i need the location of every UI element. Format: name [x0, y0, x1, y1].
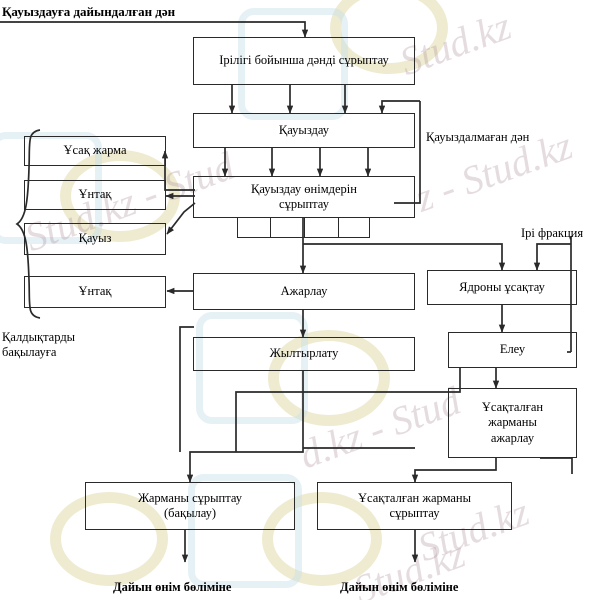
- node-size-sorting[interactable]: Ірілігі бойынша дәнді сұрыптау: [193, 37, 415, 85]
- node-hulling-label: Қауыздау: [278, 122, 330, 137]
- node-sieving[interactable]: Елеу: [448, 332, 577, 368]
- node-ground-groats-polishing-label-line3: ажарлау: [490, 430, 535, 445]
- wire-large-fraction: [533, 243, 571, 271]
- label-large-fraction: Ірі фракция: [521, 226, 584, 240]
- node-husk-label: Қауыз: [78, 231, 112, 246]
- node-flour-1[interactable]: Ұнтақ: [24, 180, 166, 210]
- node-polishing[interactable]: Ажарлау: [193, 273, 415, 310]
- sorting-outlet-comb: [237, 218, 370, 238]
- node-hulling-products-sorting-label-line2: сұрыптау: [279, 197, 329, 211]
- node-flour-1-label: Ұнтақ: [78, 187, 112, 202]
- wire-glazing-to-groats-sorting: [186, 371, 304, 483]
- node-hulling[interactable]: Қауыздау: [193, 113, 415, 148]
- node-hulling-products-sorting[interactable]: Қауыздау өнімдерін сұрыптау: [193, 176, 415, 218]
- node-glazing-label: Жылтырлату: [269, 346, 339, 361]
- label-waste-control: Қалдықтарды бақылауға: [2, 330, 76, 359]
- node-flour-2-label: Ұнтақ: [78, 284, 112, 299]
- node-groats-sorting-label-line2: (бақылау): [163, 506, 217, 520]
- title-label: Қауыздауға дайындалған дән: [2, 4, 176, 19]
- node-husk[interactable]: Қауыз: [24, 223, 166, 255]
- node-ground-groats-sorting-label-line2: сұрыптау: [389, 506, 440, 520]
- node-fine-groats-label: Ұсақ жарма: [63, 143, 127, 158]
- node-ground-groats-polishing-label-line2: жарманы: [488, 415, 537, 430]
- wire-to-husk: [166, 202, 196, 235]
- waste-group-brace: [15, 129, 41, 319]
- node-ground-groats-sorting-label-line1: Ұсақталған жарманы: [357, 490, 472, 505]
- wire-ground-polishing-to-ground-sorting: [411, 458, 497, 483]
- node-sieving-label: Елеу: [499, 342, 526, 357]
- wire-feed-to-size-sorting: [0, 21, 309, 38]
- node-groats-sorting[interactable]: Жарманы сұрыптау (бақылау): [85, 482, 295, 530]
- node-glazing[interactable]: Жылтырлату: [193, 337, 415, 371]
- node-ground-groats-polishing-label-line1: Ұсақталған: [481, 400, 544, 415]
- node-hulling-products-sorting-label-line1: Қауыздау өнімдерін: [251, 181, 357, 196]
- node-polishing-label: Ажарлау: [280, 283, 328, 298]
- node-flour-2[interactable]: Ұнтақ: [24, 276, 166, 308]
- node-size-sorting-label: Ірілігі бойынша дәнді сұрыптау: [219, 53, 389, 68]
- wire-to-fine-groats: [161, 150, 195, 191]
- node-groats-sorting-label-line1: Жарманы сұрыптау: [138, 490, 242, 505]
- output-label-right: Дайын өнім бөліміне: [340, 580, 459, 594]
- wire-sorting-to-kernel-grinding: [303, 243, 506, 271]
- node-kernel-grinding[interactable]: Ядроны ұсақтау: [427, 270, 577, 305]
- node-kernel-grinding-label: Ядроны ұсақтау: [459, 279, 545, 294]
- label-unhulled-grain: Қауыздалмаған дән: [426, 130, 530, 144]
- node-fine-groats[interactable]: Ұсақ жарма: [24, 136, 166, 166]
- node-ground-groats-sorting[interactable]: Ұсақталған жарманы сұрыптау: [317, 482, 512, 530]
- node-ground-groats-polishing[interactable]: Ұсақталған жарманы ажарлау: [448, 388, 577, 458]
- output-label-left: Дайын өнім бөліміне: [113, 580, 232, 594]
